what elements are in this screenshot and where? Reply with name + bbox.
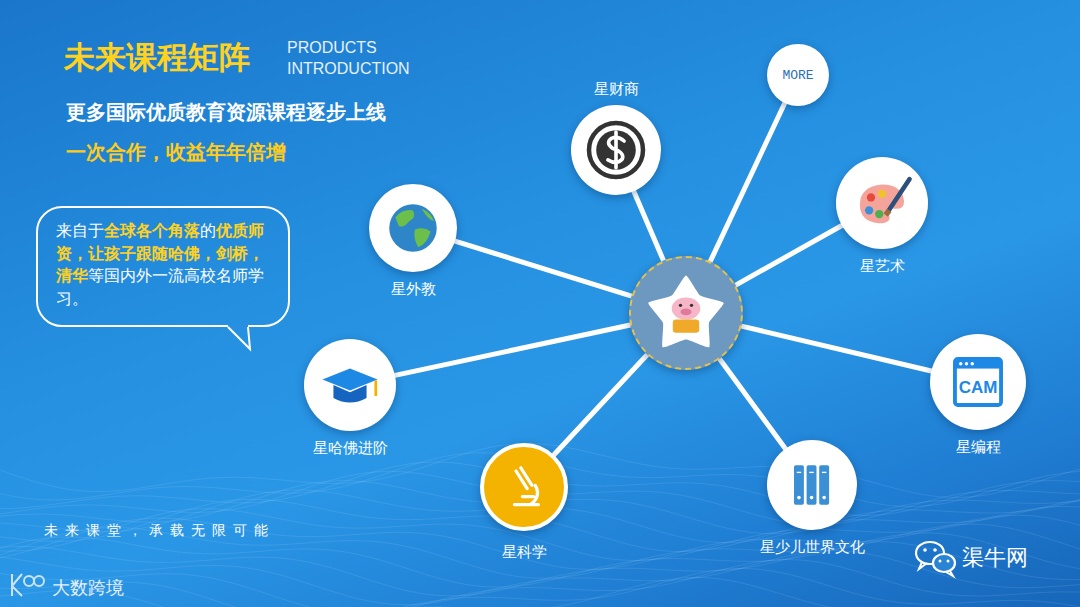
- slide-title: 未来课程矩阵: [64, 37, 250, 79]
- spoke-line: [741, 326, 931, 371]
- spoke-line: [710, 103, 785, 261]
- course-circle: 星外教: [369, 184, 457, 272]
- subtitle-en: PRODUCTS INTRODUCTION: [287, 38, 437, 80]
- center-hub: [629, 256, 743, 370]
- course-circle: 星艺术: [836, 157, 928, 249]
- bubble-text: 来自于全球各个角落的优质师资，让孩子跟随哈佛，剑桥，清华等国内外一流高校名师学习…: [56, 220, 274, 311]
- spoke-line: [395, 325, 630, 375]
- kaoo-logo: [12, 574, 44, 596]
- wave-line: [0, 533, 1080, 587]
- spoke-line: [736, 226, 842, 286]
- course-name: 星外教: [391, 280, 436, 299]
- speech-bubble: 来自于全球各个角落的优质师资，让孩子跟随哈佛，剑桥，清华等国内外一流高校名师学习…: [36, 206, 290, 327]
- globe-icon: [369, 184, 457, 272]
- bubble-text-part: 的: [200, 222, 216, 239]
- course-name: 星编程: [956, 438, 1001, 457]
- course-name: 星科学: [502, 543, 547, 562]
- subtitle: 更多国际优质教育资源课程逐步上线: [66, 99, 386, 126]
- course-name: 星财商: [594, 80, 639, 99]
- spoke-line: [554, 355, 647, 455]
- icon-text: CAM: [930, 378, 1026, 398]
- slogan: 一次合作，收益年年倍增: [66, 139, 286, 166]
- spoke-line: [634, 191, 664, 260]
- course-name: 星少儿世界文化: [760, 538, 865, 557]
- icon-text: MORE: [767, 68, 829, 83]
- bubble-text-part: 来自于: [56, 222, 104, 239]
- course-circle: 星少儿世界文化: [767, 440, 857, 530]
- bubble-text-part: 全球各个角落: [104, 222, 200, 239]
- dollar-icon: [571, 105, 661, 195]
- watermark: 大数跨境: [52, 576, 124, 600]
- wave-line: [0, 568, 1080, 607]
- micro-icon: [484, 447, 564, 527]
- cap-icon: [304, 339, 396, 431]
- spoke-line: [720, 359, 786, 449]
- course-name: 星艺术: [860, 257, 905, 276]
- footer-slogan: 未来课堂，承载无限可能: [44, 522, 275, 540]
- wechat-icon: [916, 542, 955, 576]
- wave-mesh: [0, 444, 1080, 607]
- mascot-icon: [631, 258, 741, 368]
- course-circle: 星哈佛进阶: [304, 339, 396, 431]
- course-circle: CAM星编程: [930, 334, 1026, 430]
- bubble-text-part: 等国内外一流高校名师学习。: [56, 267, 264, 307]
- course-circle: MORE: [767, 44, 829, 106]
- course-name: 星哈佛进阶: [313, 439, 388, 458]
- course-circle: 星科学: [480, 443, 568, 531]
- watermark: 渠牛网: [962, 543, 1028, 573]
- server-icon: [767, 440, 857, 530]
- wave-line: [0, 577, 1080, 607]
- palette-icon: [836, 157, 928, 249]
- course-circle: 星财商: [571, 105, 661, 195]
- bubble-tail: [228, 325, 258, 351]
- spoke-line: [455, 241, 632, 296]
